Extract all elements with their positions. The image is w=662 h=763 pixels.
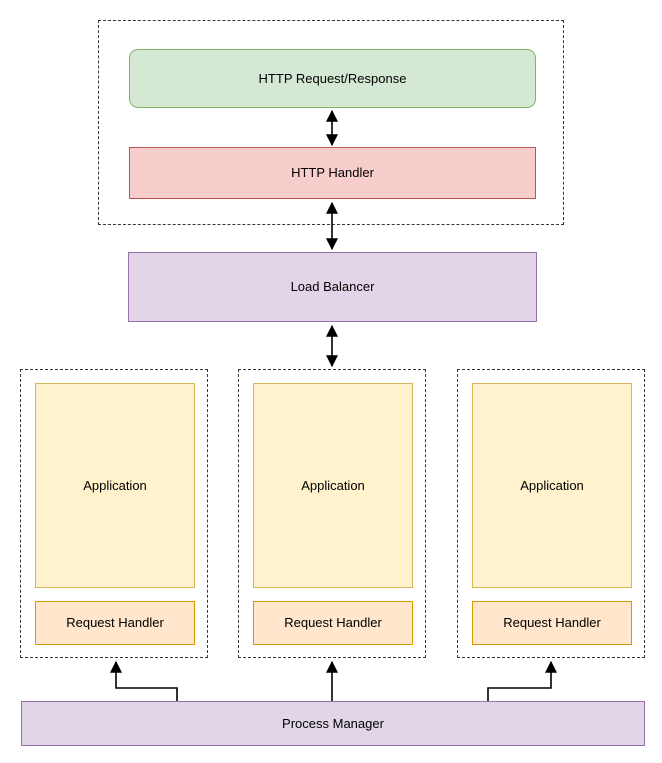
http-handler-label: HTTP Handler — [291, 165, 374, 181]
request-handler-box-1: Request Handler — [35, 601, 195, 645]
http-request-response-label: HTTP Request/Response — [258, 70, 407, 86]
application-label-2: Application — [301, 477, 365, 493]
app-instance-group-1: Application Request Handler — [20, 369, 208, 658]
process-manager-label: Process Manager — [282, 715, 384, 731]
request-handler-label-3: Request Handler — [503, 615, 601, 631]
request-handler-box-3: Request Handler — [472, 601, 632, 645]
request-handler-box-2: Request Handler — [253, 601, 413, 645]
http-request-response-box: HTTP Request/Response — [129, 49, 536, 108]
load-balancer-box: Load Balancer — [128, 252, 537, 322]
application-box-2: Application — [253, 383, 413, 588]
application-box-3: Application — [472, 383, 632, 588]
request-handler-label-2: Request Handler — [284, 615, 382, 631]
app-instance-group-3: Application Request Handler — [457, 369, 645, 658]
process-manager-box: Process Manager — [21, 701, 645, 746]
app-instance-group-2: Application Request Handler — [238, 369, 426, 658]
http-handler-box: HTTP Handler — [129, 147, 536, 199]
application-label-3: Application — [520, 477, 584, 493]
load-balancer-label: Load Balancer — [290, 279, 375, 295]
request-handler-label-1: Request Handler — [66, 615, 164, 631]
arrow-processmanager-app3 — [487, 660, 557, 701]
application-label-1: Application — [83, 477, 147, 493]
application-box-1: Application — [35, 383, 195, 588]
arrow-processmanager-app1 — [110, 660, 178, 701]
